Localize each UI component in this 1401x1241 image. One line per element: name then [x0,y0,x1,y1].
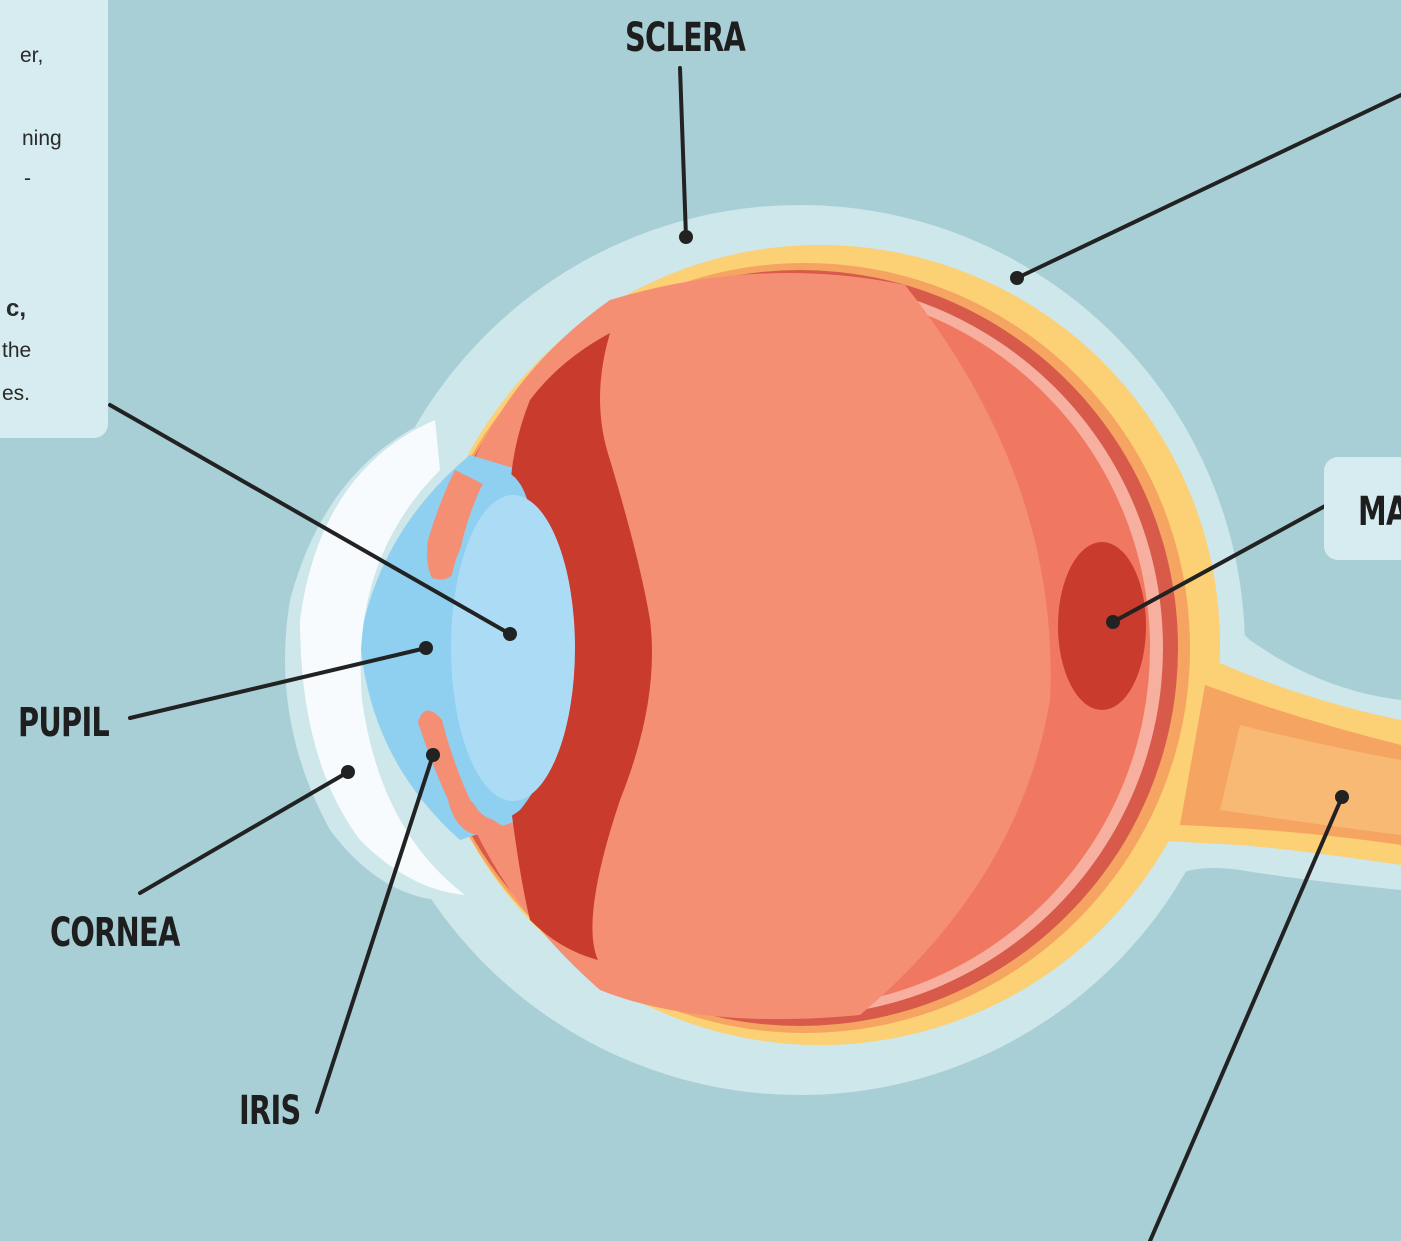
lens [451,495,575,801]
info-text-fragment: es. [2,383,30,404]
iris-label: IRIS [239,1091,300,1131]
choroid-leader [1017,95,1401,278]
macula [1058,542,1146,710]
cornea-dot [341,765,355,779]
info-box [0,0,108,438]
info-text-fragment: c, [6,297,26,321]
cornea-label: CORNEA [50,913,180,953]
pupil-dot [419,641,433,655]
iris-dot [426,748,440,762]
sclera-label: SCLERA [625,18,745,58]
info-text-fragment: the [2,340,31,361]
pupil-label: PUPIL [18,703,109,743]
cornea-leader [140,772,348,893]
macula-dot [1106,615,1120,629]
info-text-fragment: er, [20,45,43,66]
info-text-fragment: - [24,168,31,189]
sclera-dot [679,230,693,244]
choroid-dot [1010,271,1024,285]
lens-dot [503,627,517,641]
macula-label: MA [1358,492,1401,532]
sclera-leader [680,68,686,237]
optic-nerve-dot [1335,790,1349,804]
info-text-fragment: ning [22,128,62,149]
